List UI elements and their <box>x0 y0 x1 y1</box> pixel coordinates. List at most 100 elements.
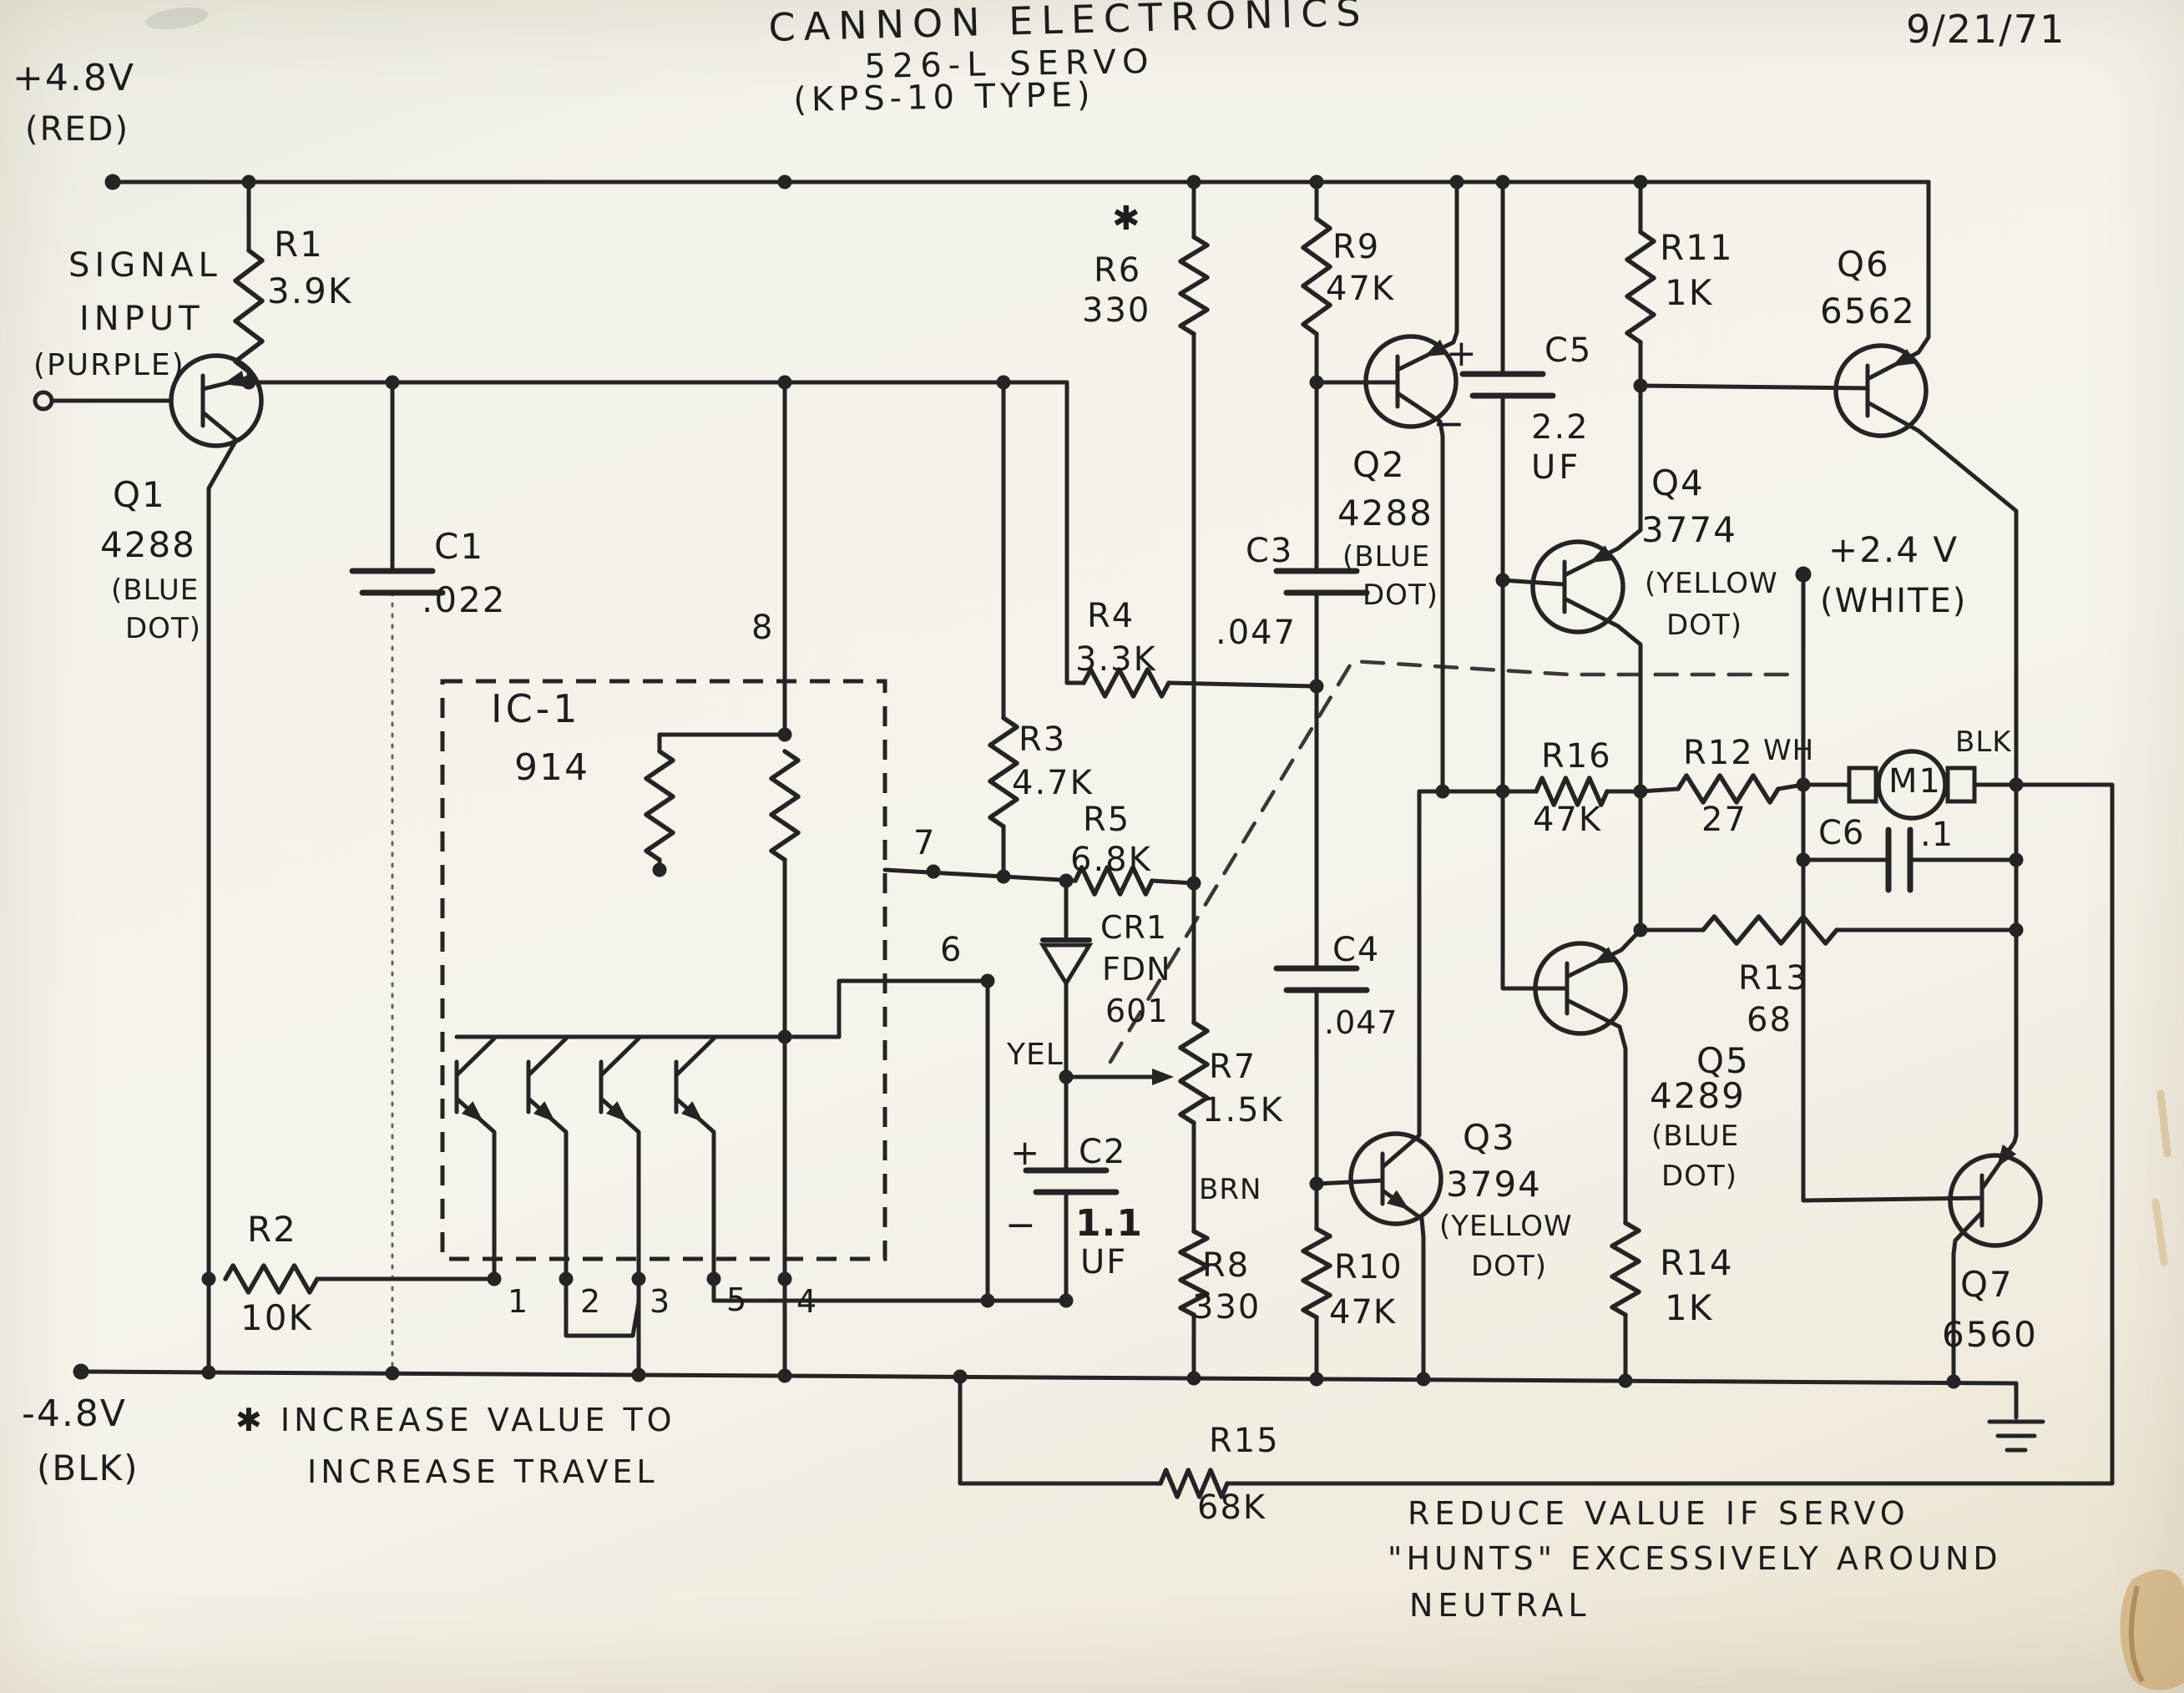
q7-part-label: 6560 <box>1942 1314 2038 1355</box>
notes-hunt3-label: NEUTRAL <box>1409 1587 1591 1624</box>
q3-n1-label: (YELLOW <box>1439 1210 1573 1243</box>
transistor-Q1 <box>169 353 264 448</box>
pin7-line <box>882 867 1078 883</box>
j-rail-r2 <box>201 1365 216 1380</box>
r7-ref-label: R7 <box>1209 1048 1257 1086</box>
r8-value-label: 330 <box>1192 1288 1261 1327</box>
q2-n1-label: (BLUE <box>1342 540 1431 574</box>
wire_colors-yel-label: YEL <box>1007 1038 1064 1072</box>
resistor-R4 <box>1081 667 1171 699</box>
q5-ref-label: Q5 <box>1696 1040 1750 1081</box>
ic-pin6-a <box>837 978 990 1039</box>
diode-CR1-triangle <box>1039 943 1094 988</box>
r15-riser <box>958 1374 1163 1486</box>
ic-q3-low <box>674 1096 716 1281</box>
r5-ref-label: R5 <box>1083 801 1131 839</box>
ic1-ref-label: IC-1 <box>491 686 581 731</box>
c4-ref-label: C4 <box>1332 931 1381 969</box>
j-c2-p6 <box>1059 1293 1074 1308</box>
r9-ref-label: R9 <box>1332 228 1381 266</box>
resistor-R16 <box>1534 776 1610 807</box>
input-l3-label: (PURPLE) <box>33 348 185 382</box>
ic1-pin5-label: 5 <box>726 1281 747 1318</box>
q7-arrow <box>1997 1144 2017 1167</box>
ic-q0-up <box>454 1036 497 1078</box>
transistor-Q7 <box>1948 1153 2043 1248</box>
r14-value-label: 1K <box>1665 1287 1714 1328</box>
q6-lower-lead <box>1865 400 2019 787</box>
motor-M1-right-terminal <box>1945 766 1977 804</box>
q6-part-label: 6562 <box>1820 291 1916 331</box>
wire_colors-brn-label: BRN <box>1199 1173 1262 1206</box>
ic1-pin3-label: 3 <box>650 1283 670 1320</box>
r14-ref-label: R14 <box>1660 1242 1734 1283</box>
q4-lower-lead <box>1562 596 1643 794</box>
ic1-pin2-label: 2 <box>580 1283 601 1320</box>
c3-ref-label: C3 <box>1246 532 1294 570</box>
q5-lower-lead <box>1565 998 1628 1226</box>
j-rail-q3 <box>1416 1372 1431 1387</box>
ic1-pin1-label: 1 <box>508 1283 528 1320</box>
r15-value-label: 68K <box>1197 1488 1267 1527</box>
j-p7-stub <box>926 864 941 879</box>
r6-ref-label: R6 <box>1094 251 1142 290</box>
rails-vmid-label: +2.4 V <box>1828 529 1959 570</box>
q5-arrow <box>1593 947 1616 964</box>
r15-right <box>1225 782 2115 1486</box>
ic1-pin4-label: 4 <box>796 1283 817 1320</box>
j-ic-p7 <box>652 862 667 877</box>
r12-a <box>1638 786 1681 794</box>
bottom-rail <box>78 1369 2019 1386</box>
c5-plus-label: + <box>1446 332 1477 375</box>
q3-n2-label: DOT) <box>1471 1250 1547 1283</box>
q6-ref-label: Q6 <box>1837 244 1890 285</box>
cr1-l2-label: FDN <box>1102 951 1171 988</box>
r15-ref-label: R15 <box>1209 1422 1280 1460</box>
q4-ref-label: Q4 <box>1651 462 1705 503</box>
input-l1-label: SIGNAL <box>68 246 222 285</box>
q5-n2-label: DOT) <box>1661 1160 1737 1193</box>
q1-lower-lead <box>200 410 239 1281</box>
cr1-l3-label: 601 <box>1105 993 1169 1029</box>
q7-base-chain <box>1801 857 1984 1203</box>
c2-plus-label: + <box>1010 1132 1040 1173</box>
top-rail-terminal <box>104 174 121 190</box>
r8-ref-label: R8 <box>1202 1246 1251 1285</box>
q7-ref-label: Q7 <box>1960 1264 2014 1305</box>
notes-travel2-label: INCREASE TRAVEL <box>307 1453 659 1490</box>
resistor-R6 <box>1178 235 1210 336</box>
r11-value-label: 1K <box>1665 272 1714 313</box>
m1-ref-label: M1 <box>1888 762 1942 801</box>
r1-value-label: 3.9K <box>267 270 353 311</box>
r4-value-label: 3.3K <box>1075 640 1157 679</box>
q5-n1-label: (BLUE <box>1651 1119 1740 1153</box>
r6-value-label: 330 <box>1082 291 1151 330</box>
r10-ref-label: R10 <box>1334 1248 1403 1286</box>
resistor-R15 <box>1158 1468 1230 1499</box>
r4-ref-label: R4 <box>1087 597 1135 635</box>
c6-value-label: .1 <box>1920 816 1954 854</box>
q7-lower-lead <box>1951 1210 1984 1384</box>
q4-n1-label: (YELLOW <box>1645 567 1778 600</box>
scan-tick-2 <box>2151 1198 2168 1266</box>
q1-arrow <box>223 371 246 387</box>
j-rail-r1 <box>241 174 256 190</box>
c1-value-label: .022 <box>422 579 507 620</box>
signal-input-terminal <box>33 390 54 412</box>
scan-stain-line <box>2128 1585 2145 1683</box>
j-p6-1183 <box>980 1293 995 1308</box>
resistor-R8 <box>1178 1229 1210 1317</box>
ic1-part-label: 914 <box>514 746 589 789</box>
j-rail-pin3 <box>631 1367 646 1382</box>
r10-value-label: 47K <box>1329 1293 1397 1332</box>
notes-hunt1-label: REDUCE VALUE IF SERVO <box>1408 1495 1910 1532</box>
ic-q0-low <box>454 1096 497 1281</box>
ic-q2-low <box>599 1096 641 1281</box>
r5-value-label: 6.8K <box>1070 841 1152 879</box>
date-label: 9/21/71 <box>1906 7 2066 52</box>
q3-part-label: 3794 <box>1446 1164 1542 1205</box>
notes-travel1-label: ✱ INCREASE VALUE TO <box>235 1402 676 1438</box>
j-q2e-r16 <box>1435 784 1450 799</box>
m1-blk-label: BLK <box>1955 725 2012 759</box>
input-l2-label: INPUT <box>79 300 205 338</box>
